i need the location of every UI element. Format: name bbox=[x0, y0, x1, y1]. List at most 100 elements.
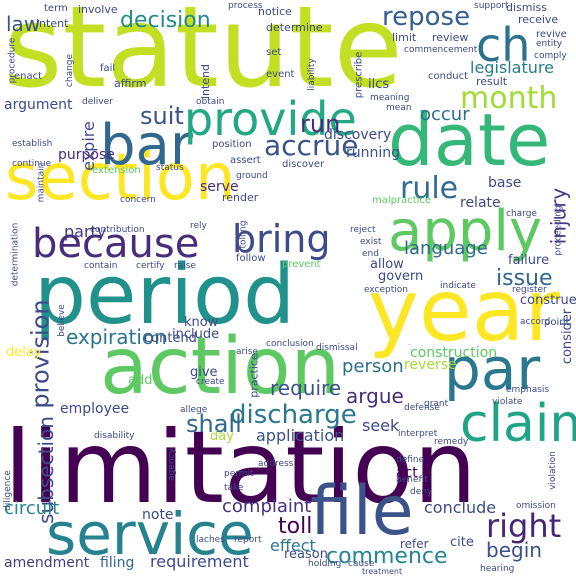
word: remedy bbox=[434, 437, 469, 447]
word: entity bbox=[536, 39, 563, 49]
word: violation bbox=[547, 451, 558, 490]
word: conclude bbox=[424, 498, 497, 517]
word: construction bbox=[410, 345, 498, 361]
word: issue bbox=[496, 266, 553, 291]
word: par bbox=[444, 335, 541, 403]
word: holding bbox=[308, 559, 342, 569]
word: certify bbox=[136, 261, 165, 271]
word: accord bbox=[520, 317, 551, 327]
word: practice bbox=[247, 353, 261, 398]
word: meaning bbox=[370, 93, 410, 103]
word: right bbox=[486, 507, 562, 545]
word: report bbox=[234, 535, 262, 545]
word: receive bbox=[518, 13, 559, 26]
word: limit bbox=[392, 31, 417, 44]
word: delay bbox=[6, 345, 42, 360]
word: base bbox=[488, 175, 522, 191]
word: give bbox=[190, 365, 218, 380]
word: limitation bbox=[4, 409, 477, 526]
word: position bbox=[212, 139, 252, 150]
word: term bbox=[44, 3, 68, 14]
word: continue bbox=[12, 159, 52, 169]
word: seek bbox=[362, 416, 400, 435]
word: intent bbox=[36, 17, 69, 30]
word: procedure bbox=[7, 37, 18, 84]
word: prevent bbox=[282, 259, 321, 270]
word: action bbox=[100, 322, 341, 412]
word: period bbox=[34, 248, 296, 343]
word: ilcs bbox=[368, 77, 390, 92]
word: include bbox=[172, 327, 220, 342]
word: because bbox=[32, 221, 200, 267]
word: add bbox=[128, 373, 153, 388]
word: relate bbox=[460, 195, 501, 211]
word: expire bbox=[78, 121, 98, 171]
word: person bbox=[342, 356, 404, 377]
word: event bbox=[266, 69, 295, 80]
word: register bbox=[512, 285, 547, 295]
word: shall bbox=[186, 410, 242, 438]
word: create bbox=[196, 377, 225, 387]
word: discover bbox=[282, 159, 325, 170]
word: maintain bbox=[36, 162, 47, 203]
word: process bbox=[228, 1, 263, 11]
word: contend bbox=[144, 331, 197, 346]
word: render bbox=[222, 191, 259, 204]
word: benefit bbox=[396, 475, 428, 485]
word: agency bbox=[166, 448, 177, 481]
word: expiration bbox=[66, 325, 167, 349]
word: concern bbox=[120, 195, 156, 205]
word: filing bbox=[100, 555, 135, 571]
word: act bbox=[396, 465, 418, 481]
word: contribution bbox=[90, 225, 145, 235]
word: begin bbox=[486, 538, 542, 562]
word: grant bbox=[424, 399, 449, 409]
word: requirement bbox=[150, 552, 249, 571]
word: commence bbox=[326, 544, 448, 569]
word: failure bbox=[508, 253, 550, 268]
word: mean bbox=[386, 103, 412, 113]
word: support bbox=[474, 1, 509, 11]
word: refer bbox=[400, 537, 429, 551]
word: day bbox=[210, 429, 234, 444]
word: amendment bbox=[4, 555, 90, 571]
word: involve bbox=[78, 3, 118, 16]
word: emphasis bbox=[506, 385, 550, 395]
word: malpractice bbox=[372, 195, 432, 206]
word: proceeding bbox=[553, 205, 564, 256]
word: address bbox=[258, 459, 294, 469]
word: dismiss bbox=[506, 1, 548, 14]
word: ch bbox=[476, 18, 531, 72]
word: end bbox=[362, 249, 379, 259]
word: laches bbox=[196, 535, 225, 545]
word: law bbox=[6, 12, 41, 36]
word: status bbox=[156, 163, 184, 173]
word: toll bbox=[278, 514, 313, 539]
word: rule bbox=[400, 171, 459, 206]
word: review bbox=[432, 31, 469, 44]
word: exception bbox=[364, 285, 408, 295]
word: purpose bbox=[58, 147, 115, 163]
word: raise bbox=[174, 261, 196, 271]
word: deny bbox=[410, 487, 433, 497]
word: run bbox=[300, 110, 341, 138]
word: argue bbox=[346, 384, 404, 408]
word: commencement bbox=[404, 45, 478, 55]
word: construe bbox=[520, 293, 576, 308]
word: dismissal bbox=[316, 343, 358, 353]
word: year bbox=[368, 261, 560, 361]
word: file bbox=[310, 472, 414, 551]
word: determination bbox=[10, 222, 21, 287]
word: decision bbox=[120, 8, 211, 33]
word: comply bbox=[534, 51, 567, 61]
word: effect bbox=[270, 536, 316, 555]
word: allege bbox=[180, 405, 208, 415]
word: indicate bbox=[440, 281, 476, 291]
word: change bbox=[65, 53, 76, 88]
word: bring bbox=[232, 217, 331, 261]
word: interpret bbox=[398, 429, 438, 439]
word: determine bbox=[266, 21, 323, 34]
word: reason bbox=[284, 547, 328, 562]
word: reverse bbox=[404, 357, 457, 373]
word: enact bbox=[14, 71, 43, 82]
